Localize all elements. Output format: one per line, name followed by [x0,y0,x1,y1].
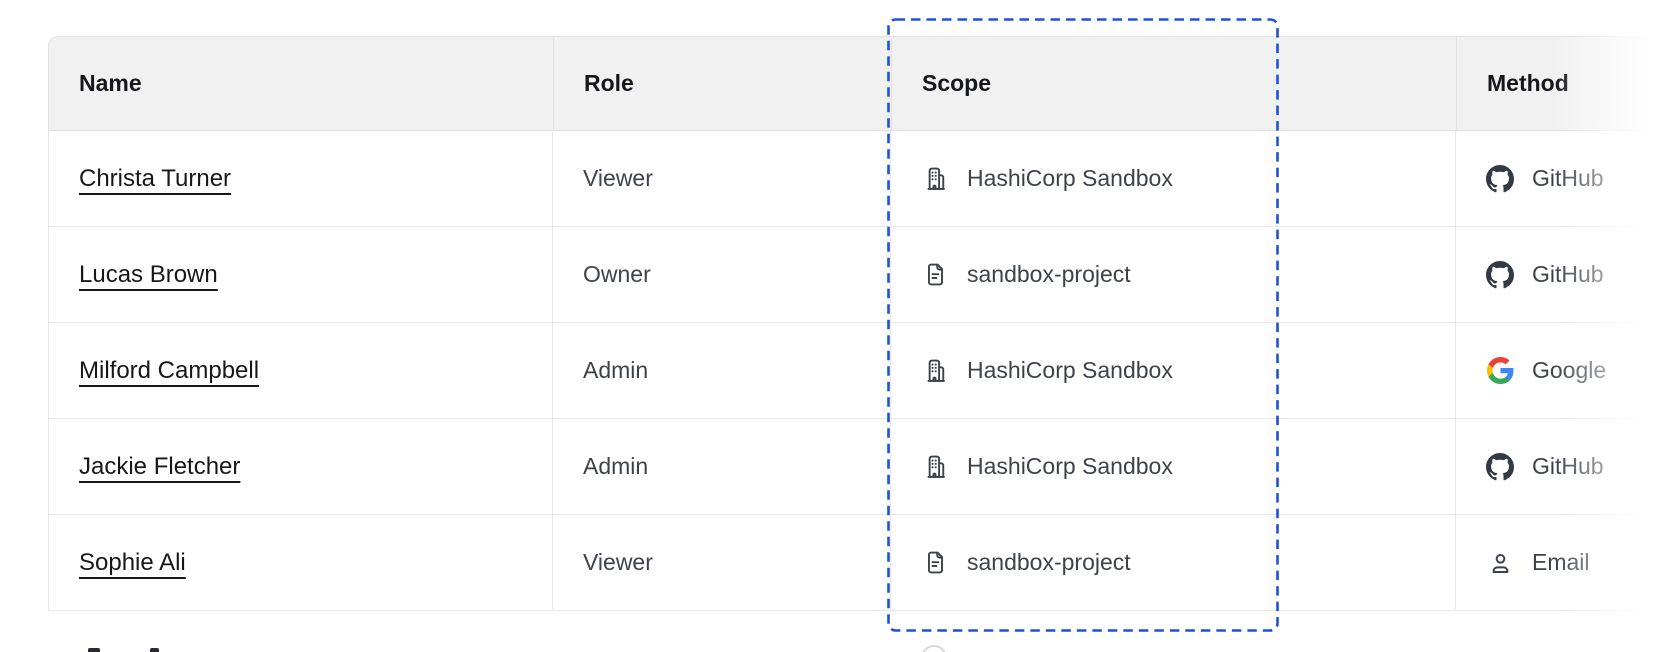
method-cell: GitHub [1455,131,1672,226]
partial-name-text [88,648,100,652]
name-cell: Christa Turner [49,131,552,226]
column-header-method: Method [1456,37,1672,130]
role-cell: Viewer [552,131,890,226]
org-building-icon [921,357,949,385]
table-header-row: Name Role Scope Method [48,36,1672,131]
table-row: Sophie Ali Viewer sandbox-project Email [49,515,1672,611]
scope-value: HashiCorp Sandbox [967,453,1173,479]
column-header-name-label: Name [79,70,142,96]
table-row: Jackie Fletcher Admin HashiCorp Sandbox … [49,419,1672,515]
scope-value: sandbox-project [967,549,1131,575]
member-name-link[interactable]: Lucas Brown [79,260,218,288]
name-cell: Jackie Fletcher [49,419,552,514]
column-header-scope-label: Scope [922,70,992,96]
member-name-link[interactable]: Jackie Fletcher [79,452,241,480]
member-name-link[interactable]: Sophie Ali [79,548,186,576]
method-value: Google [1532,357,1607,383]
table-row: Lucas Brown Owner sandbox-project GitHub [49,227,1672,323]
role-value: Admin [583,453,649,479]
method-value: GitHub [1532,165,1604,191]
scope-value: HashiCorp Sandbox [967,165,1173,191]
person-icon [1486,549,1514,577]
github-icon [1486,260,1514,289]
role-cell: Admin [552,419,890,514]
scope-cell: HashiCorp Sandbox [890,419,1455,514]
column-header-scope: Scope [891,37,1456,130]
table-body: Christa Turner Viewer HashiCorp Sandbox … [48,131,1672,611]
scope-value: HashiCorp Sandbox [967,357,1173,383]
method-cell: Email [1455,515,1672,610]
method-value: GitHub [1532,261,1604,287]
name-cell: Lucas Brown [49,227,552,322]
name-cell: Milford Campbell [49,323,552,418]
scope-cell: HashiCorp Sandbox [890,131,1455,226]
scope-cell: sandbox-project [890,515,1455,610]
column-header-role-label: Role [584,70,634,96]
scope-value: sandbox-project [967,261,1131,287]
method-value: Email [1532,549,1590,575]
column-header-method-label: Method [1487,70,1569,96]
org-building-icon [921,165,949,193]
member-name-link[interactable]: Christa Turner [79,164,232,192]
role-value: Owner [583,261,651,287]
role-cell: Viewer [552,515,890,610]
method-cell: GitHub [1455,419,1672,514]
partial-scope-icon [921,645,947,652]
member-name-link[interactable]: Milford Campbell [79,356,260,384]
method-cell: GitHub [1455,227,1672,322]
github-icon [1486,164,1514,193]
name-cell: Sophie Ali [49,515,552,610]
table-row: Milford Campbell Admin HashiCorp Sandbox… [49,323,1672,419]
role-cell: Owner [552,227,890,322]
role-value: Viewer [583,165,653,191]
method-value: GitHub [1532,453,1604,479]
project-file-icon [921,549,949,577]
role-value: Admin [583,357,649,383]
org-building-icon [921,453,949,481]
role-cell: Admin [552,323,890,418]
column-header-role: Role [553,37,891,130]
partial-name-text [150,648,159,652]
column-header-name: Name [49,37,553,130]
table-row: Christa Turner Viewer HashiCorp Sandbox … [49,131,1672,227]
role-value: Viewer [583,549,653,575]
method-cell: Google [1455,323,1672,418]
members-table: Name Role Scope Method Christa Turner Vi… [48,36,1672,611]
google-icon [1486,357,1514,385]
scope-cell: HashiCorp Sandbox [890,323,1455,418]
scope-cell: sandbox-project [890,227,1455,322]
project-file-icon [921,261,949,289]
github-icon [1486,452,1514,481]
